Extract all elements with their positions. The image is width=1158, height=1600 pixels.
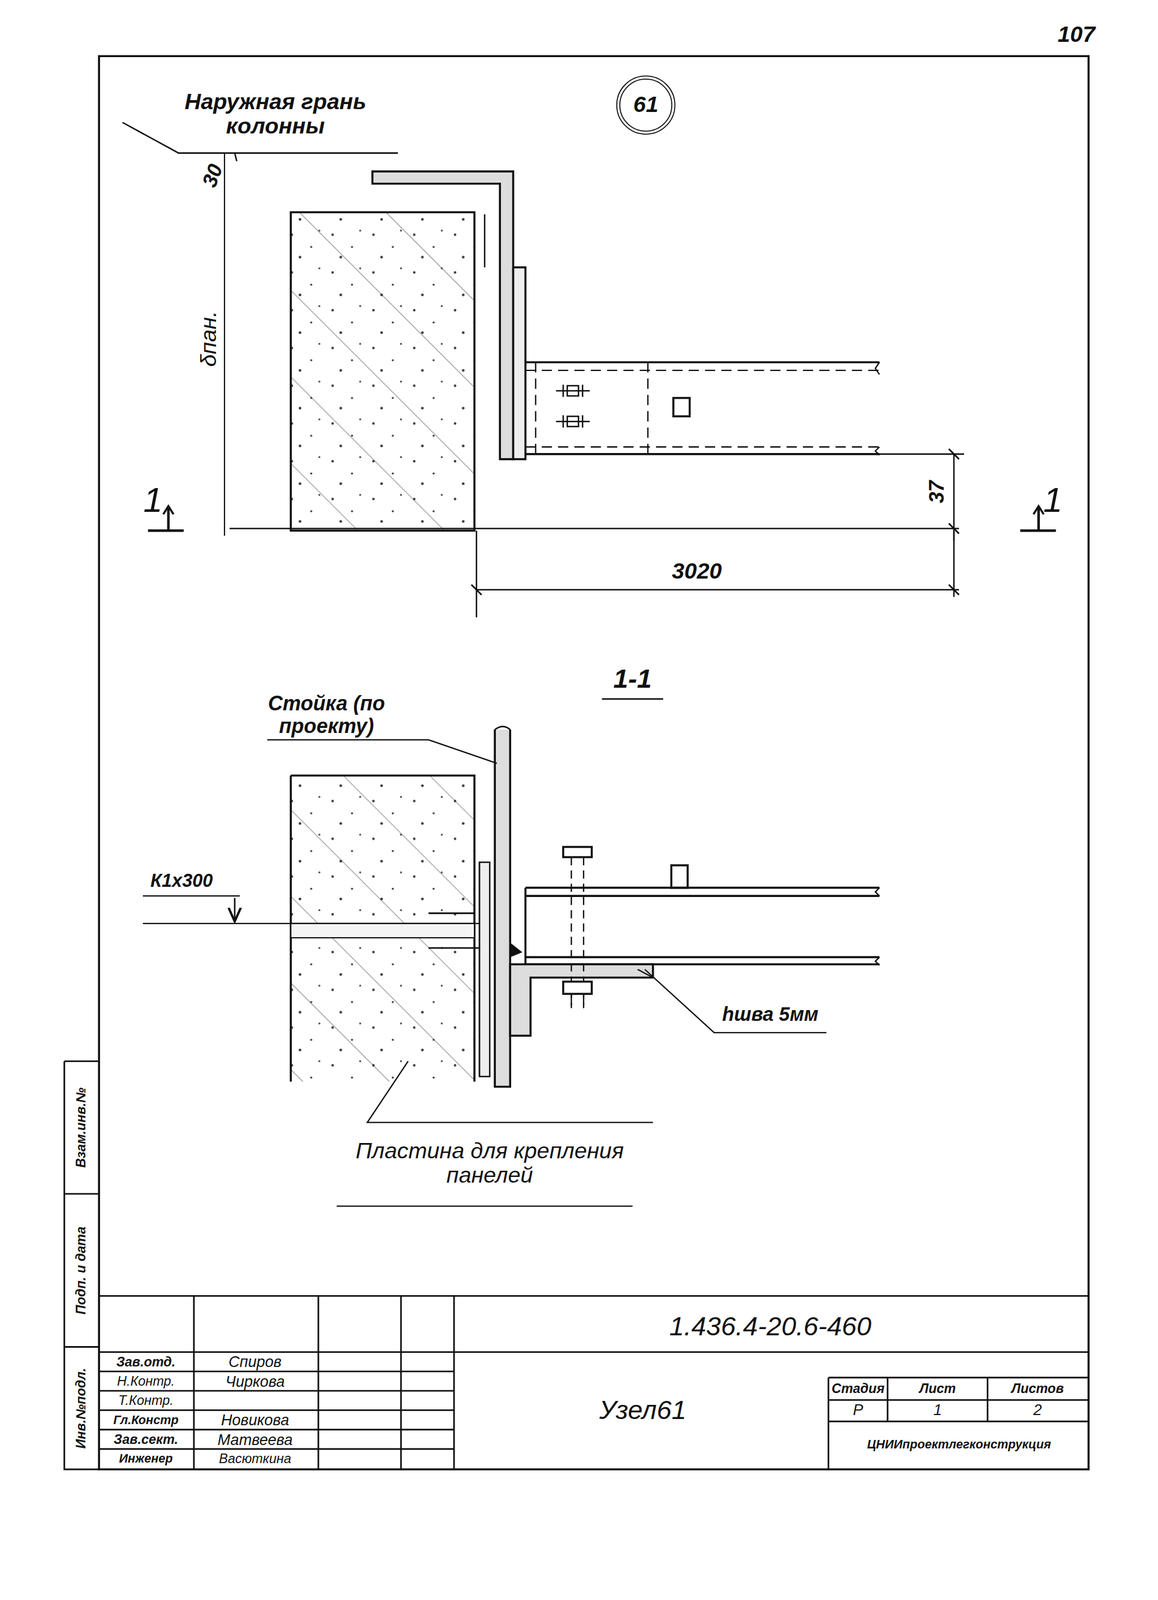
title-cell: Зав.сект. (113, 1432, 179, 1447)
title-cell: Лист (919, 1381, 956, 1397)
outer-face-note: Наружная грань колонны (155, 89, 396, 139)
dimension: 3020 (671, 559, 722, 585)
title-cell: 2 (1033, 1401, 1043, 1419)
title-cell: Спиров (228, 1353, 282, 1371)
title-cell: Т.Контр. (118, 1393, 174, 1409)
stamp-cell: Инв.№подл. (74, 1367, 89, 1449)
part-note: Пластина для крепления панелей (336, 1138, 643, 1188)
title-cell: Матвеева (217, 1431, 293, 1449)
stamp-cell: Подп. и дата (74, 1226, 89, 1315)
title-cell: Васюткина (218, 1451, 292, 1467)
organization: ЦНИИпроектлегконструкция (867, 1437, 1052, 1452)
callout-number: 61 (633, 92, 659, 118)
dimension: δпан. (196, 310, 222, 367)
title-cell: Листов (1011, 1381, 1065, 1397)
title-cell: Н.Контр. (117, 1373, 175, 1389)
dimension: 37 (925, 480, 949, 504)
title-cell: Новикова (221, 1411, 289, 1429)
weld-note: hшва 5мм (722, 1004, 819, 1027)
title-cell: Р (852, 1401, 863, 1419)
section-title: 1-1 (613, 663, 652, 694)
part-note: Стойка (по проекту) (229, 691, 424, 737)
title-cell: Стадия (831, 1381, 885, 1397)
title-cell: 1 (933, 1401, 943, 1419)
title-cell: Чиркова (225, 1372, 285, 1390)
stamp-cell: Взам.инв.№ (74, 1087, 89, 1168)
dimension: 30 (197, 161, 227, 190)
title-cell: Гл.Констр (113, 1413, 179, 1428)
callout-circle: 61 (616, 75, 676, 136)
title-cell: Инженер (119, 1452, 174, 1466)
weld-note: К1х300 (150, 871, 213, 892)
title-cell: Зав.отд. (116, 1354, 176, 1370)
node-title: Узел61 (599, 1395, 687, 1425)
drawing-code: 1.436.4-20.6-460 (669, 1311, 872, 1342)
section-mark: 1 (143, 480, 163, 519)
section-mark: 1 (1043, 480, 1063, 519)
page-number: 107 (1057, 22, 1096, 48)
